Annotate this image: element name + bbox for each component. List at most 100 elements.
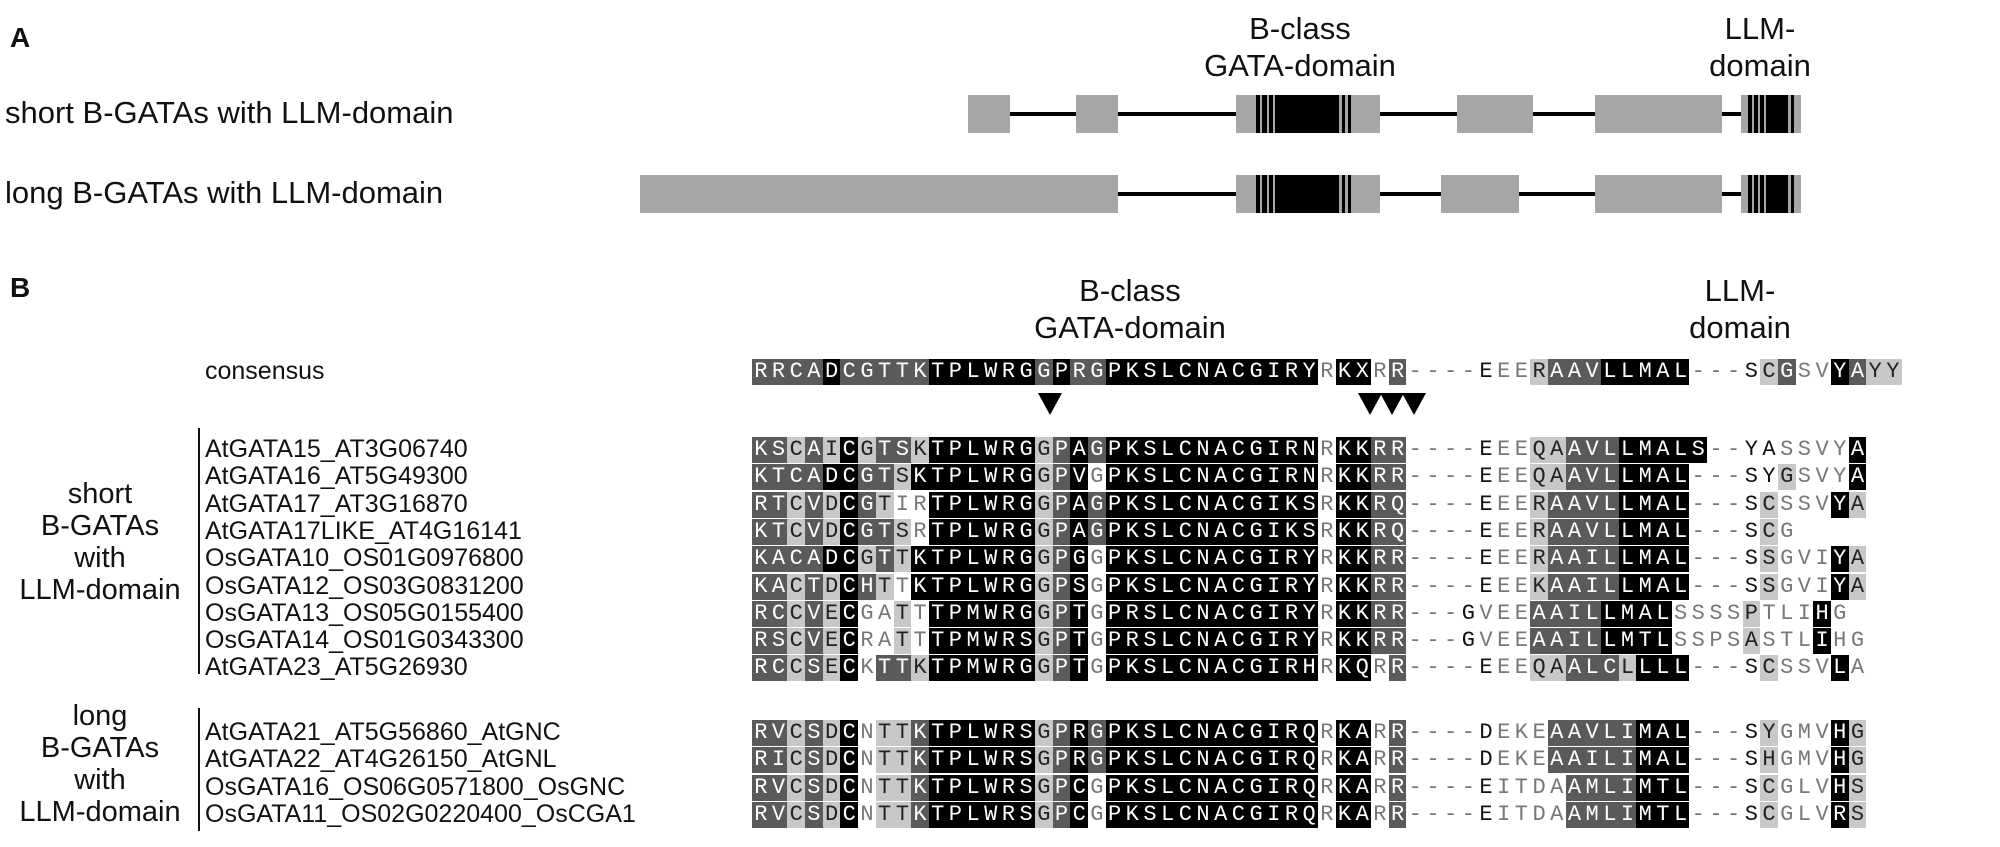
residue: - (1426, 359, 1440, 384)
residue: G (1017, 359, 1035, 385)
residue: P (1052, 359, 1071, 385)
residue: R (999, 491, 1018, 518)
residue: K (1123, 801, 1142, 828)
residue: A (1654, 747, 1672, 774)
residue: - (1426, 774, 1440, 800)
residue: T (893, 600, 912, 627)
residue: C (1176, 801, 1195, 828)
residue: K (911, 573, 929, 600)
residue: L (1830, 655, 1849, 682)
residue: S (805, 655, 823, 682)
residue: L (964, 359, 982, 385)
residue: A (1211, 546, 1230, 573)
residue: - (1444, 747, 1458, 773)
residue: M (1636, 491, 1655, 518)
residue: P (1052, 518, 1071, 545)
residue: L (1583, 655, 1601, 682)
residue: Y (1762, 464, 1776, 490)
residue: - (1408, 546, 1422, 572)
residue: N (1194, 801, 1212, 828)
residue: S (1141, 546, 1159, 573)
residue: Q (1300, 774, 1318, 801)
residue: L (1583, 628, 1601, 655)
residue: G (1017, 491, 1035, 518)
residue: G (1247, 774, 1265, 801)
residue: L (964, 518, 982, 545)
residue: E (1479, 774, 1493, 800)
exon-block (1595, 95, 1722, 133)
residue: A (1654, 546, 1672, 573)
residue: P (946, 573, 965, 600)
residue: M (1636, 774, 1655, 801)
residue: M (964, 628, 982, 655)
residue: T (893, 747, 912, 774)
residue: - (1461, 720, 1475, 745)
residue: P (1052, 655, 1071, 682)
residue: D (822, 491, 841, 518)
residue: I (1815, 573, 1829, 599)
residue: - (1461, 774, 1475, 800)
residue: S (1689, 437, 1708, 463)
residue: C (787, 464, 806, 491)
residue: L (1158, 546, 1177, 573)
residue: I (1264, 491, 1283, 518)
residue: V (1815, 437, 1829, 462)
residue: S (1141, 655, 1159, 682)
residue: K (1335, 546, 1354, 573)
residue: T (928, 573, 947, 600)
residue: C (840, 359, 859, 385)
residue: K (1335, 437, 1354, 463)
residue: T (928, 600, 947, 627)
residue: A (1211, 801, 1230, 828)
residue: T (1070, 628, 1089, 655)
residue: A (1565, 491, 1584, 518)
residue: A (1654, 491, 1672, 518)
residue: T (1514, 801, 1528, 827)
residue: A (1547, 546, 1566, 573)
residue: T (893, 655, 912, 682)
residue: K (1353, 437, 1372, 463)
residue: S (1797, 359, 1811, 384)
residue: C (1760, 774, 1778, 801)
residue: G (1247, 518, 1265, 545)
residue: - (1691, 518, 1705, 544)
residue: G (1780, 801, 1794, 827)
residue: - (1461, 437, 1475, 462)
sequence-name: OsGATA11_OS02G0220400_OsCGA1 (205, 799, 636, 828)
residue: P (1742, 600, 1761, 627)
residue: K (911, 655, 929, 682)
residue: V (1815, 655, 1829, 681)
residue: A (1211, 359, 1230, 385)
residue: - (1408, 747, 1422, 773)
residue: - (1709, 801, 1723, 827)
residue: - (1727, 359, 1741, 384)
residue: R (1388, 437, 1407, 463)
residue: L (964, 720, 982, 746)
residue: V (1815, 774, 1829, 800)
residue: - (1461, 518, 1475, 544)
residue: R (1070, 359, 1089, 385)
residue: P (946, 600, 965, 627)
residue: K (1123, 359, 1142, 385)
residue: G (1088, 518, 1106, 545)
residue: L (1601, 747, 1619, 774)
residue: A (1211, 655, 1230, 682)
exon-block (1457, 95, 1533, 133)
residue: T (913, 628, 927, 654)
residue: K (860, 655, 874, 681)
residue: E (1479, 518, 1493, 544)
residue: K (1123, 655, 1142, 682)
residue: G (1017, 600, 1035, 627)
residue: L (1797, 801, 1811, 827)
long-bgata-group-text: long B-GATAs with LLM-domain (19, 700, 181, 828)
residue: C (840, 628, 859, 655)
residue: R (1282, 359, 1301, 385)
residue: C (787, 628, 806, 655)
residue: W (981, 801, 1000, 828)
residue: R (1373, 655, 1387, 681)
residue: A (1547, 359, 1566, 385)
residue: G (1461, 628, 1475, 654)
residue: C (840, 491, 859, 518)
residue: R (1371, 518, 1389, 545)
residue: L (964, 437, 982, 463)
